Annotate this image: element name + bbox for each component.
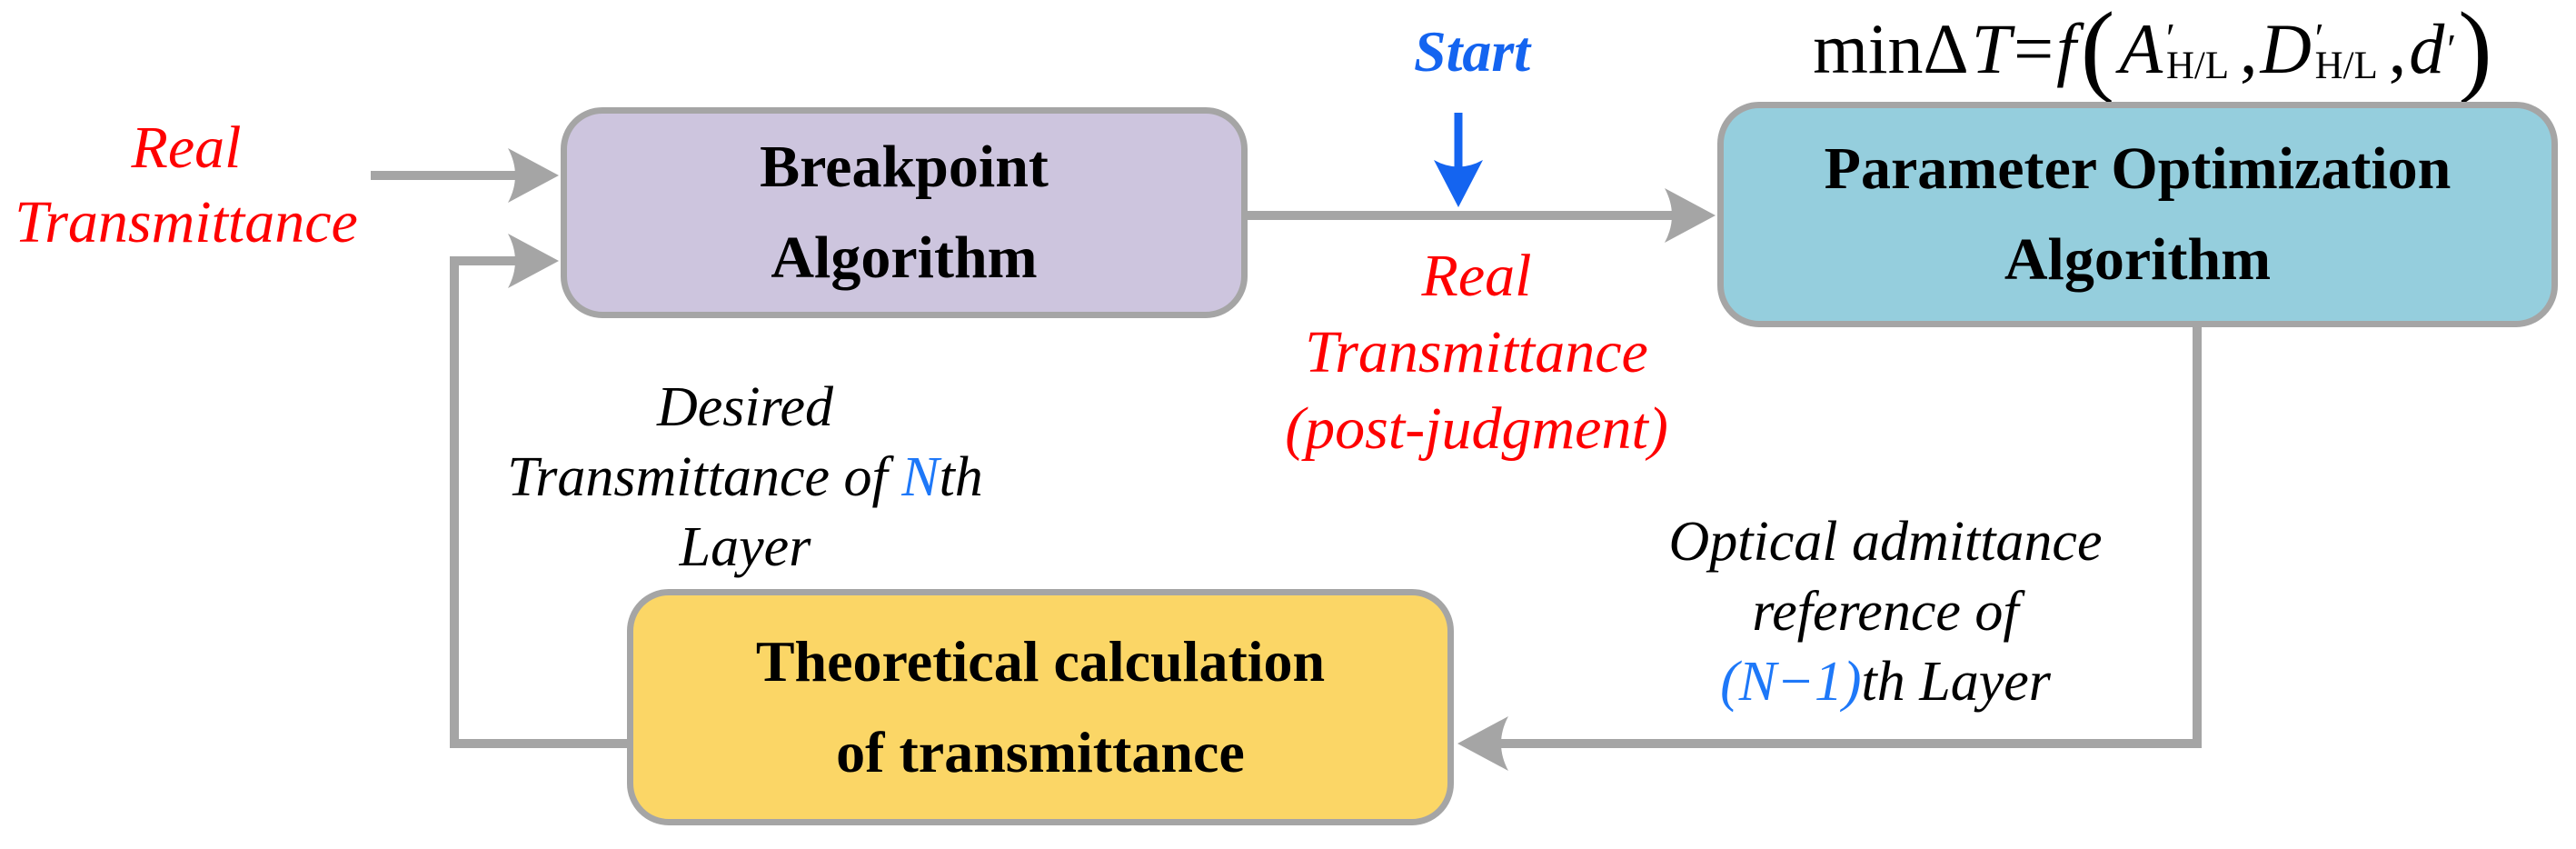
arrowhead-left-icon [1457,716,1508,771]
arrowhead-down-icon [1434,160,1483,207]
arrow-input-real-transmittance [371,148,559,203]
arrowhead-right-icon [508,234,559,288]
arrowhead-right-icon [1665,188,1716,243]
arrow-breakpoint-to-optimizer [1248,188,1716,243]
start-arrow-icon [1434,113,1483,207]
label-start: Start [1413,19,1531,84]
arrowhead-right-icon [508,148,559,203]
